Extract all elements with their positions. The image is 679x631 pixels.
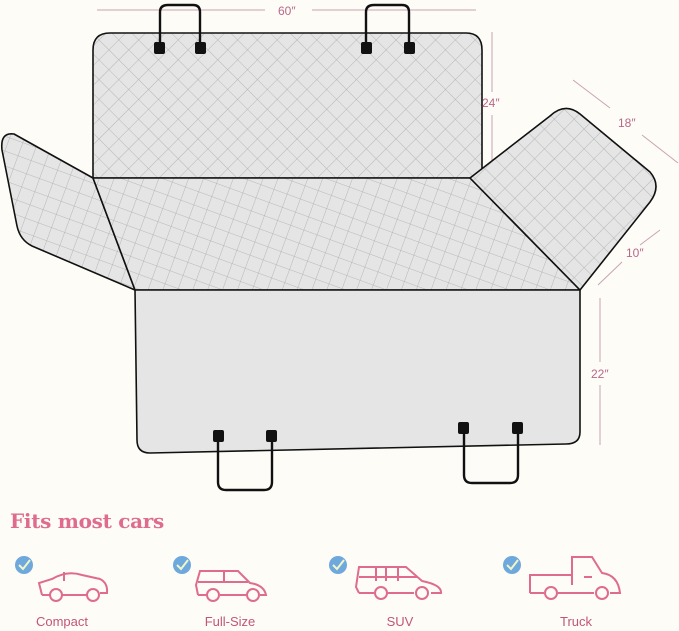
pickup-truck-icon <box>503 556 622 600</box>
suv-icon <box>329 556 443 600</box>
backrest-height-label: 24″ <box>482 96 500 110</box>
vehicle-truck: Truck <box>500 555 622 631</box>
headrest-straps <box>158 3 411 45</box>
flap-width-label: 18″ <box>618 116 636 130</box>
seat-cover-diagram <box>0 3 679 492</box>
extension-length-label: 22″ <box>591 367 609 381</box>
check-icon <box>15 556 33 574</box>
left-side-flap <box>0 133 136 291</box>
seat-extension-panel <box>134 289 581 454</box>
right-side-flap <box>469 107 657 291</box>
vehicle-label: SUV <box>386 614 414 629</box>
hatchback-car-icon <box>173 556 268 602</box>
coupe-car-icon <box>15 556 109 602</box>
strap-clips <box>154 42 523 442</box>
vehicle-suv: SUV <box>326 555 446 631</box>
vehicle-full-size: Full-Size <box>168 555 288 631</box>
check-icon <box>503 556 521 574</box>
fits-title: Fits most cars <box>10 509 164 533</box>
vehicle-label: Truck <box>559 614 593 629</box>
vehicle-label: Full-Size <box>204 614 256 629</box>
width-dimension-label: 60″ <box>278 4 296 18</box>
vehicle-compact: Compact <box>12 555 132 631</box>
vehicle-label: Compact <box>35 614 89 629</box>
flap-height-label: 10″ <box>626 246 644 260</box>
anchor-straps <box>216 432 520 492</box>
check-icon <box>329 556 347 574</box>
dimension-lines <box>97 9 679 445</box>
check-icon <box>173 556 191 574</box>
backrest-panel <box>92 32 483 179</box>
